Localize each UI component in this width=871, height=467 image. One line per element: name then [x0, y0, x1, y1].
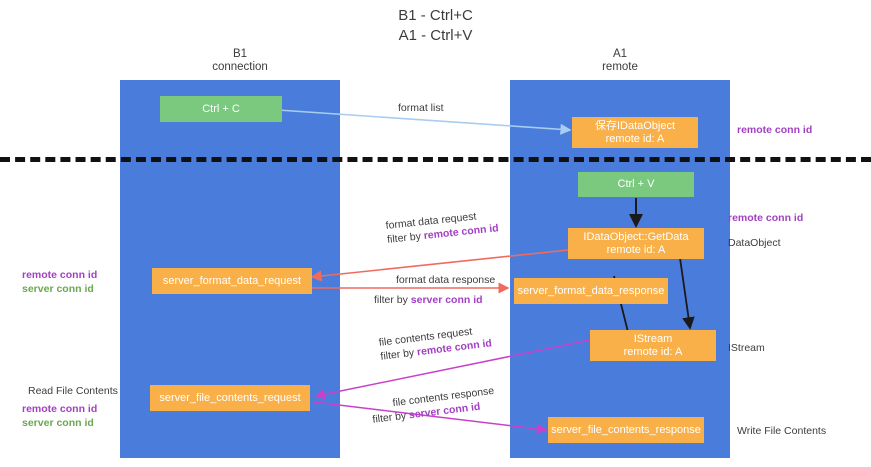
box-istream[interactable]: IStream remote id: A — [590, 330, 716, 361]
annotation-right-write-file-contents: Write File Contents — [737, 425, 827, 437]
box-istream-line1: IStream — [633, 332, 673, 345]
box-ctrl-c-label: Ctrl + C — [202, 102, 240, 115]
lane-header-b1-sub: connection — [212, 61, 268, 73]
box-istream-line2: remote id: A — [623, 345, 683, 358]
box-server-format-data-request-label: server_format_data_request — [162, 274, 302, 287]
filter-key-server-conn-id: server conn id — [410, 294, 483, 306]
annotation-right-dataobject: DataObject — [728, 237, 781, 249]
annotation-left-server-conn-id: server conn id — [22, 283, 94, 295]
box-server-file-contents-request-label: server_file_contents_request — [159, 391, 301, 404]
box-server-format-data-response-label: server_format_data_response — [517, 284, 665, 297]
lane-header-a1: A1 remote — [510, 48, 730, 74]
box-server-file-contents-response-label: server_file_contents_response — [551, 423, 701, 436]
filter-prefix: filter by — [386, 230, 425, 246]
annotation-left-read-file-contents: Read File Contents — [28, 385, 118, 397]
box-server-format-data-response[interactable]: server_format_data_response — [514, 278, 668, 304]
box-save-idataobject[interactable]: 保存IDataObject remote id: A — [572, 117, 698, 148]
edge-label-file-contents-response: file contents response filter by server … — [370, 384, 497, 427]
title-line-1: B1 - Ctrl+C — [398, 7, 473, 24]
edge-label-format-data-response: format data response filter by server co… — [374, 273, 496, 307]
page-title: B1 - Ctrl+C A1 - Ctrl+V — [0, 6, 871, 46]
phase-divider — [0, 157, 871, 162]
lane-header-b1: B1 connection — [130, 48, 350, 74]
annotation-left-remote-conn-id-2: remote conn id — [22, 403, 98, 415]
title-line-2: A1 - Ctrl+V — [398, 27, 473, 44]
edge-label-format-list: format list — [398, 102, 444, 114]
box-save-idataobject-line2: remote id: A — [605, 132, 665, 145]
lane-header-b1-name: B1 — [232, 48, 248, 60]
box-idataobject-getdata-line2: remote id: A — [606, 243, 666, 256]
annotation-right-remote-conn-id-top: remote conn id — [737, 124, 813, 136]
box-idataobject-getdata-line1: IDataObject::GetData — [583, 230, 689, 243]
lane-header-a1-sub: remote — [602, 61, 638, 73]
annotation-left-server-conn-id-2: server conn id — [22, 417, 94, 429]
annotation-right-istream: IStream — [728, 342, 765, 354]
edge-label-format-data-response-filter: filter by server conn id — [374, 293, 495, 307]
filter-prefix: filter by — [374, 294, 411, 306]
box-server-format-data-request[interactable]: server_format_data_request — [152, 268, 312, 294]
lane-header-a1-name: A1 — [612, 48, 628, 60]
box-ctrl-v[interactable]: Ctrl + V — [578, 172, 694, 197]
edge-label-file-contents-request: file contents request filter by remote c… — [378, 322, 493, 363]
box-server-file-contents-request[interactable]: server_file_contents_request — [150, 385, 310, 411]
box-save-idataobject-line1: 保存IDataObject — [594, 119, 676, 132]
box-ctrl-c[interactable]: Ctrl + C — [160, 96, 282, 122]
annotation-left-remote-conn-id: remote conn id — [22, 269, 98, 281]
annotation-right-remote-conn-id-mid: remote conn id — [728, 212, 804, 224]
edge-label-format-data-request: format data request filter by remote con… — [385, 207, 499, 247]
filter-prefix: filter by — [379, 346, 418, 363]
filter-prefix: filter by — [371, 409, 410, 426]
box-ctrl-v-label: Ctrl + V — [617, 178, 655, 190]
box-idataobject-getdata[interactable]: IDataObject::GetData remote id: A — [568, 228, 704, 259]
edge-label-format-data-response-main: format data response — [396, 274, 496, 286]
box-server-file-contents-response[interactable]: server_file_contents_response — [548, 417, 704, 443]
